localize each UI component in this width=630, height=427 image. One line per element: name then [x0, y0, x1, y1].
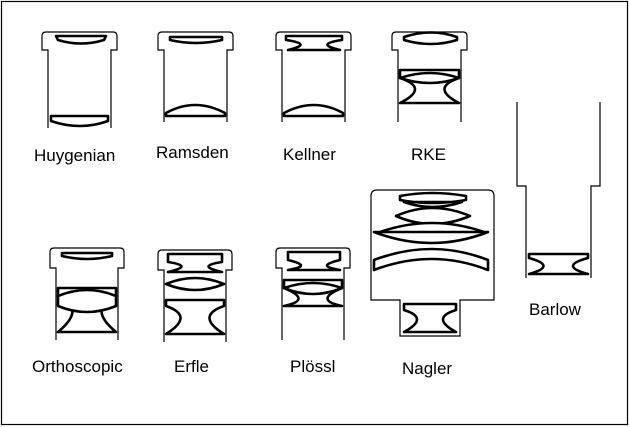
eyepiece-label: RKE: [411, 145, 446, 164]
eyepiece-nagler: Nagler: [370, 189, 495, 378]
eyepiece-label: Kellner: [283, 145, 336, 164]
lens-eye-doublet: [284, 34, 344, 52]
lens-field: [282, 103, 345, 118]
eyepiece-label: Orthoscopic: [32, 357, 123, 376]
lens-middle: [164, 276, 226, 292]
lens-element-4: [372, 247, 490, 272]
lens-element-2: [394, 206, 472, 226]
lens-field: [164, 103, 227, 118]
eyepiece-barrel: [275, 247, 351, 340]
eyepiece-barlow: Barlow: [516, 102, 601, 319]
lens-negative-doublet: [527, 252, 590, 276]
lens-eye-doublet: [286, 250, 342, 272]
eyepiece-barrel: [41, 31, 118, 128]
eyepiece-label: Huygenian: [34, 146, 115, 165]
eyepiece-label: Barlow: [529, 300, 582, 319]
eyepiece-plossl: Plössl: [275, 247, 351, 376]
eyepiece-barrel: [157, 31, 234, 122]
eyepiece-barrel: [157, 249, 233, 342]
eyepiece-label: Nagler: [402, 359, 452, 378]
lens-triplet-center: [56, 288, 118, 314]
eyepiece-kellner: Kellner: [275, 31, 352, 164]
eyepiece-label: Ramsden: [156, 143, 229, 162]
eyepiece-barrel: [275, 31, 352, 122]
lens-field-doublet: [164, 298, 226, 336]
lens-field-crown: [282, 281, 344, 296]
lens-eye-doublet: [398, 191, 468, 209]
eyepiece-huygenian: Huygenian: [34, 31, 118, 165]
lens-field-smyth: [402, 302, 458, 334]
lens-field: [49, 114, 110, 128]
eyepiece-label: Plössl: [290, 357, 335, 376]
eyepiece-barrel: [49, 247, 125, 340]
lens-eye: [60, 251, 114, 261]
eyepiece-barrel: [516, 102, 601, 278]
lens-eye: [168, 35, 224, 45]
eyepiece-ramsden: Ramsden: [156, 31, 234, 162]
lens-field-crown: [398, 71, 461, 85]
eyepiece-erfle: Erfle: [157, 249, 233, 376]
lens-eye: [402, 31, 459, 46]
lens-eye-doublet: [166, 252, 224, 274]
eyepiece-barrel: [370, 189, 495, 337]
eyepiece-rke: RKE: [391, 31, 468, 164]
lens-element-3: [372, 221, 490, 245]
lens-eye: [54, 34, 108, 45]
eyepiece-orthoscopic: Orthoscopic: [32, 247, 125, 376]
eyepiece-label: Erfle: [174, 357, 209, 376]
